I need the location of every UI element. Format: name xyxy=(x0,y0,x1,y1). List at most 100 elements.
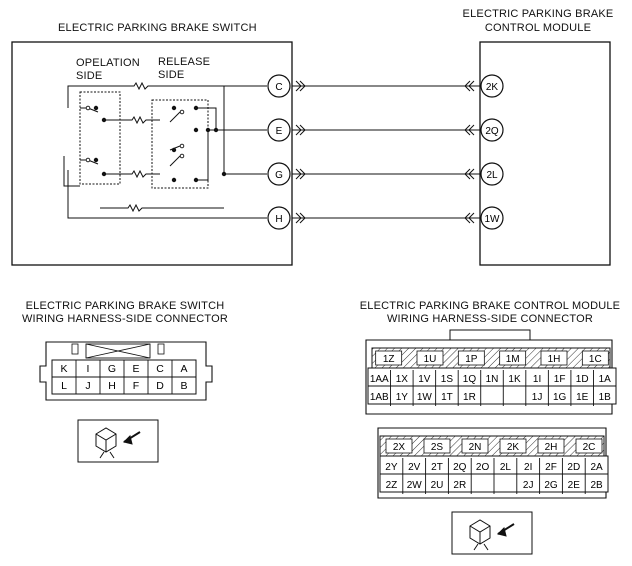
switch-terminal-h-label: H xyxy=(275,214,282,225)
module-terminal-2q-label: 2Q xyxy=(485,126,499,137)
upper-pin-1N: 1N xyxy=(486,374,499,385)
upper-top-box xyxy=(581,350,609,366)
lower-top-box xyxy=(575,438,603,454)
upper-top-label-1C: 1C xyxy=(589,354,602,365)
lower-pin-2Q: 2Q xyxy=(453,462,467,473)
lower-pin-2L: 2L xyxy=(500,462,512,473)
lower-pin-2Z: 2Z xyxy=(386,480,398,491)
upper-top-box xyxy=(499,350,527,366)
lower-top-label-2N: 2N xyxy=(469,442,482,453)
pin-H: H xyxy=(108,380,116,392)
lower-pin-2A: 2A xyxy=(590,462,603,473)
pin-L: L xyxy=(61,380,67,392)
lower-top-box xyxy=(461,438,489,454)
lower-top-label-2S: 2S xyxy=(431,442,444,453)
lower-pin-2T: 2T xyxy=(431,462,443,473)
upper-pin-1R: 1R xyxy=(463,392,476,403)
lower-pin-2J: 2J xyxy=(523,480,534,491)
module-terminal-2k-label: 2K xyxy=(486,82,499,93)
module-connector-title-1: ELECTRIC PARKING BRAKE CONTROL MODULE xyxy=(359,300,621,312)
upper-top-box xyxy=(416,350,444,366)
lower-pin-2V: 2V xyxy=(408,462,421,473)
switch-connector-pins: K I G E C A L J H F D B xyxy=(60,363,187,392)
lower-pin-2E: 2E xyxy=(568,480,581,491)
lower-pin-2R: 2R xyxy=(453,480,466,491)
upper-top-label-1M: 1M xyxy=(506,354,520,365)
switch-terminal-c xyxy=(267,74,291,98)
upper-pin-1AB: 1AB xyxy=(370,392,389,403)
lower-top-box xyxy=(385,438,413,454)
pin-J: J xyxy=(85,380,90,392)
switch-terminal-g xyxy=(267,162,291,186)
module-connector-title-2: WIRING HARNESS-SIDE CONNECTOR xyxy=(386,313,594,325)
pin-A: A xyxy=(180,363,187,375)
operation-side-label-2: SIDE xyxy=(76,70,103,82)
operation-side-label-1: OPELATION xyxy=(76,57,140,69)
lower-pin-2B: 2B xyxy=(590,480,603,491)
upper-pin-1T: 1T xyxy=(441,392,453,403)
upper-pin-1G: 1G xyxy=(553,392,567,403)
switch-title: ELECTRIC PARKING BRAKE SWITCH xyxy=(58,22,257,34)
upper-pin-1I: 1I xyxy=(533,374,541,385)
switch-internal-circuit xyxy=(63,81,267,219)
lower-top-box xyxy=(423,438,451,454)
module-title-line2: CONTROL MODULE xyxy=(484,22,592,34)
upper-top-box xyxy=(457,350,485,366)
pin-D: D xyxy=(156,380,164,392)
pin-I: I xyxy=(87,363,90,375)
module-terminal-1w xyxy=(480,206,504,230)
upper-pin-1D: 1D xyxy=(576,374,589,385)
pin-K: K xyxy=(60,363,67,375)
lower-pin-2O: 2O xyxy=(476,462,490,473)
upper-pin-1AA: 1AA xyxy=(370,374,389,385)
upper-pin-1S: 1S xyxy=(441,374,454,385)
switch-connector-drawing xyxy=(39,341,213,401)
lower-pin-2U: 2U xyxy=(431,480,444,491)
release-side-label-2: SIDE xyxy=(158,69,185,81)
upper-top-label-1Z: 1Z xyxy=(383,354,395,365)
connector-chevrons xyxy=(295,80,475,224)
upper-pin-1F: 1F xyxy=(554,374,566,385)
switch-terminal-h xyxy=(267,206,291,230)
upper-pin-1W: 1W xyxy=(417,392,433,403)
upper-top-label-1P: 1P xyxy=(465,354,478,365)
upper-pin-1Q: 1Q xyxy=(463,374,477,385)
pin-G: G xyxy=(108,363,116,375)
module-terminal-2l-label: 2L xyxy=(486,170,498,181)
lower-top-label-2X: 2X xyxy=(393,442,406,453)
lower-pin-2W: 2W xyxy=(407,480,423,491)
module-terminal-2l xyxy=(480,162,504,186)
module-connector-view-icon xyxy=(451,511,533,555)
switch-terminal-g-label: G xyxy=(275,170,283,181)
connector-view-icon xyxy=(77,419,159,463)
switch-terminal-e xyxy=(267,118,291,142)
module-title-line1: ELECTRIC PARKING BRAKE xyxy=(462,8,614,20)
upper-top-label-1H: 1H xyxy=(548,354,561,365)
harness-wires xyxy=(292,85,480,219)
module-terminal-2q xyxy=(480,118,504,142)
switch-connector-title-2: WIRING HARNESS-SIDE CONNECTOR xyxy=(21,313,229,325)
release-side-label-1: RELEASE xyxy=(158,56,211,68)
lower-pin-2F: 2F xyxy=(545,462,557,473)
upper-top-label-1U: 1U xyxy=(424,354,437,365)
pin-E: E xyxy=(132,363,139,375)
upper-top-box xyxy=(540,350,568,366)
lower-top-label-2H: 2H xyxy=(545,442,558,453)
switch-terminal-c-label: C xyxy=(275,82,282,93)
lower-pin-2G: 2G xyxy=(544,480,558,491)
upper-pin-1E: 1E xyxy=(576,392,589,403)
lower-top-box xyxy=(499,438,527,454)
upper-pin-1B: 1B xyxy=(599,392,612,403)
lower-top-label-2C: 2C xyxy=(583,442,596,453)
upper-pin-1V: 1V xyxy=(418,374,431,385)
module-terminal-2k xyxy=(480,74,504,98)
lower-pin-2I: 2I xyxy=(524,462,532,473)
module-box xyxy=(479,41,611,266)
switch-connector-title-1: ELECTRIC PARKING BRAKE SWITCH xyxy=(25,300,225,312)
lower-top-label-2K: 2K xyxy=(507,442,520,453)
upper-pin-1X: 1X xyxy=(396,374,409,385)
upper-pin-1A: 1A xyxy=(599,374,612,385)
lower-top-box xyxy=(537,438,565,454)
module-terminal-1w-label: 1W xyxy=(485,214,501,225)
